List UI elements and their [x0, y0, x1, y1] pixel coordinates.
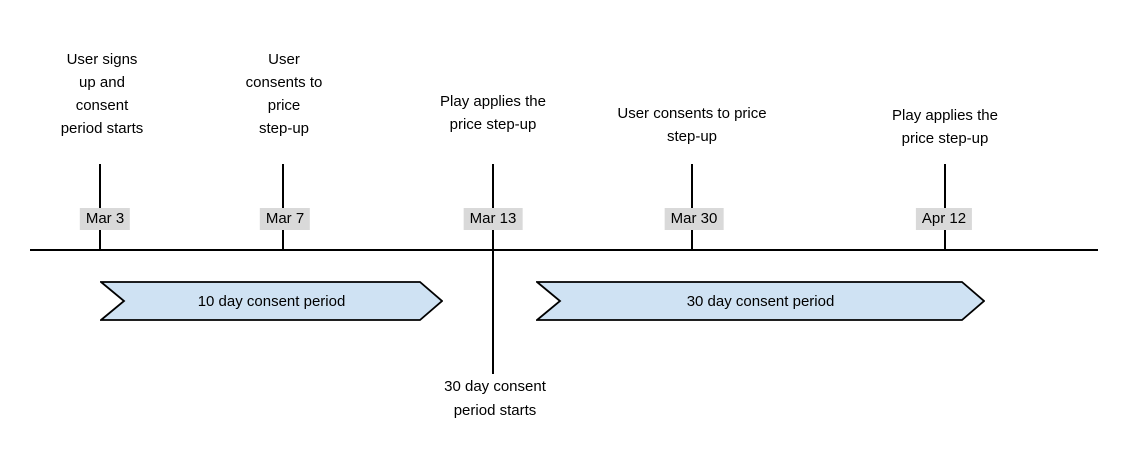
- chevron-ribbon-shape: [100, 281, 443, 321]
- milestone-tick: [99, 164, 101, 250]
- date-chip-mar-30: Mar 30: [664, 208, 724, 230]
- consent-period-30-day-label: 30 day consent period: [686, 292, 835, 310]
- date-chip-mar-3: Mar 3: [79, 208, 131, 230]
- ribbon-polygon: [100, 281, 443, 321]
- date-chip-mar-7: Mar 7: [259, 208, 311, 230]
- milestone-tick: [282, 164, 284, 250]
- timeline-axis: [30, 249, 1098, 251]
- milestone-tick: [691, 164, 693, 250]
- consent-period-ribbon-30-day: 30 day consent period: [536, 281, 985, 321]
- milestone-label-signup: User signs up and consent period starts: [60, 51, 144, 137]
- chevron-ribbon-shape: [536, 281, 985, 321]
- milestone-tick-extended: [492, 164, 494, 374]
- date-chip-apr-12: Apr 12: [915, 208, 973, 230]
- consent-period-ribbon-10-day: 10 day consent period: [100, 281, 443, 321]
- ribbon-polygon: [536, 281, 985, 321]
- annotation-30-day-period-starts: 30 day consent period starts: [444, 378, 546, 419]
- milestone-label-first-apply: Play applies the price step-up: [440, 93, 546, 133]
- milestone-label-second-apply: Play applies the price step-up: [892, 107, 998, 147]
- milestone-label-second-consent: User consents to price step-up: [617, 105, 767, 145]
- consent-period-10-day-label: 10 day consent period: [197, 292, 346, 310]
- milestone-label-first-consent: User consents to price step-up: [245, 51, 323, 137]
- date-chip-mar-13: Mar 13: [463, 208, 523, 230]
- milestone-tick: [944, 164, 946, 250]
